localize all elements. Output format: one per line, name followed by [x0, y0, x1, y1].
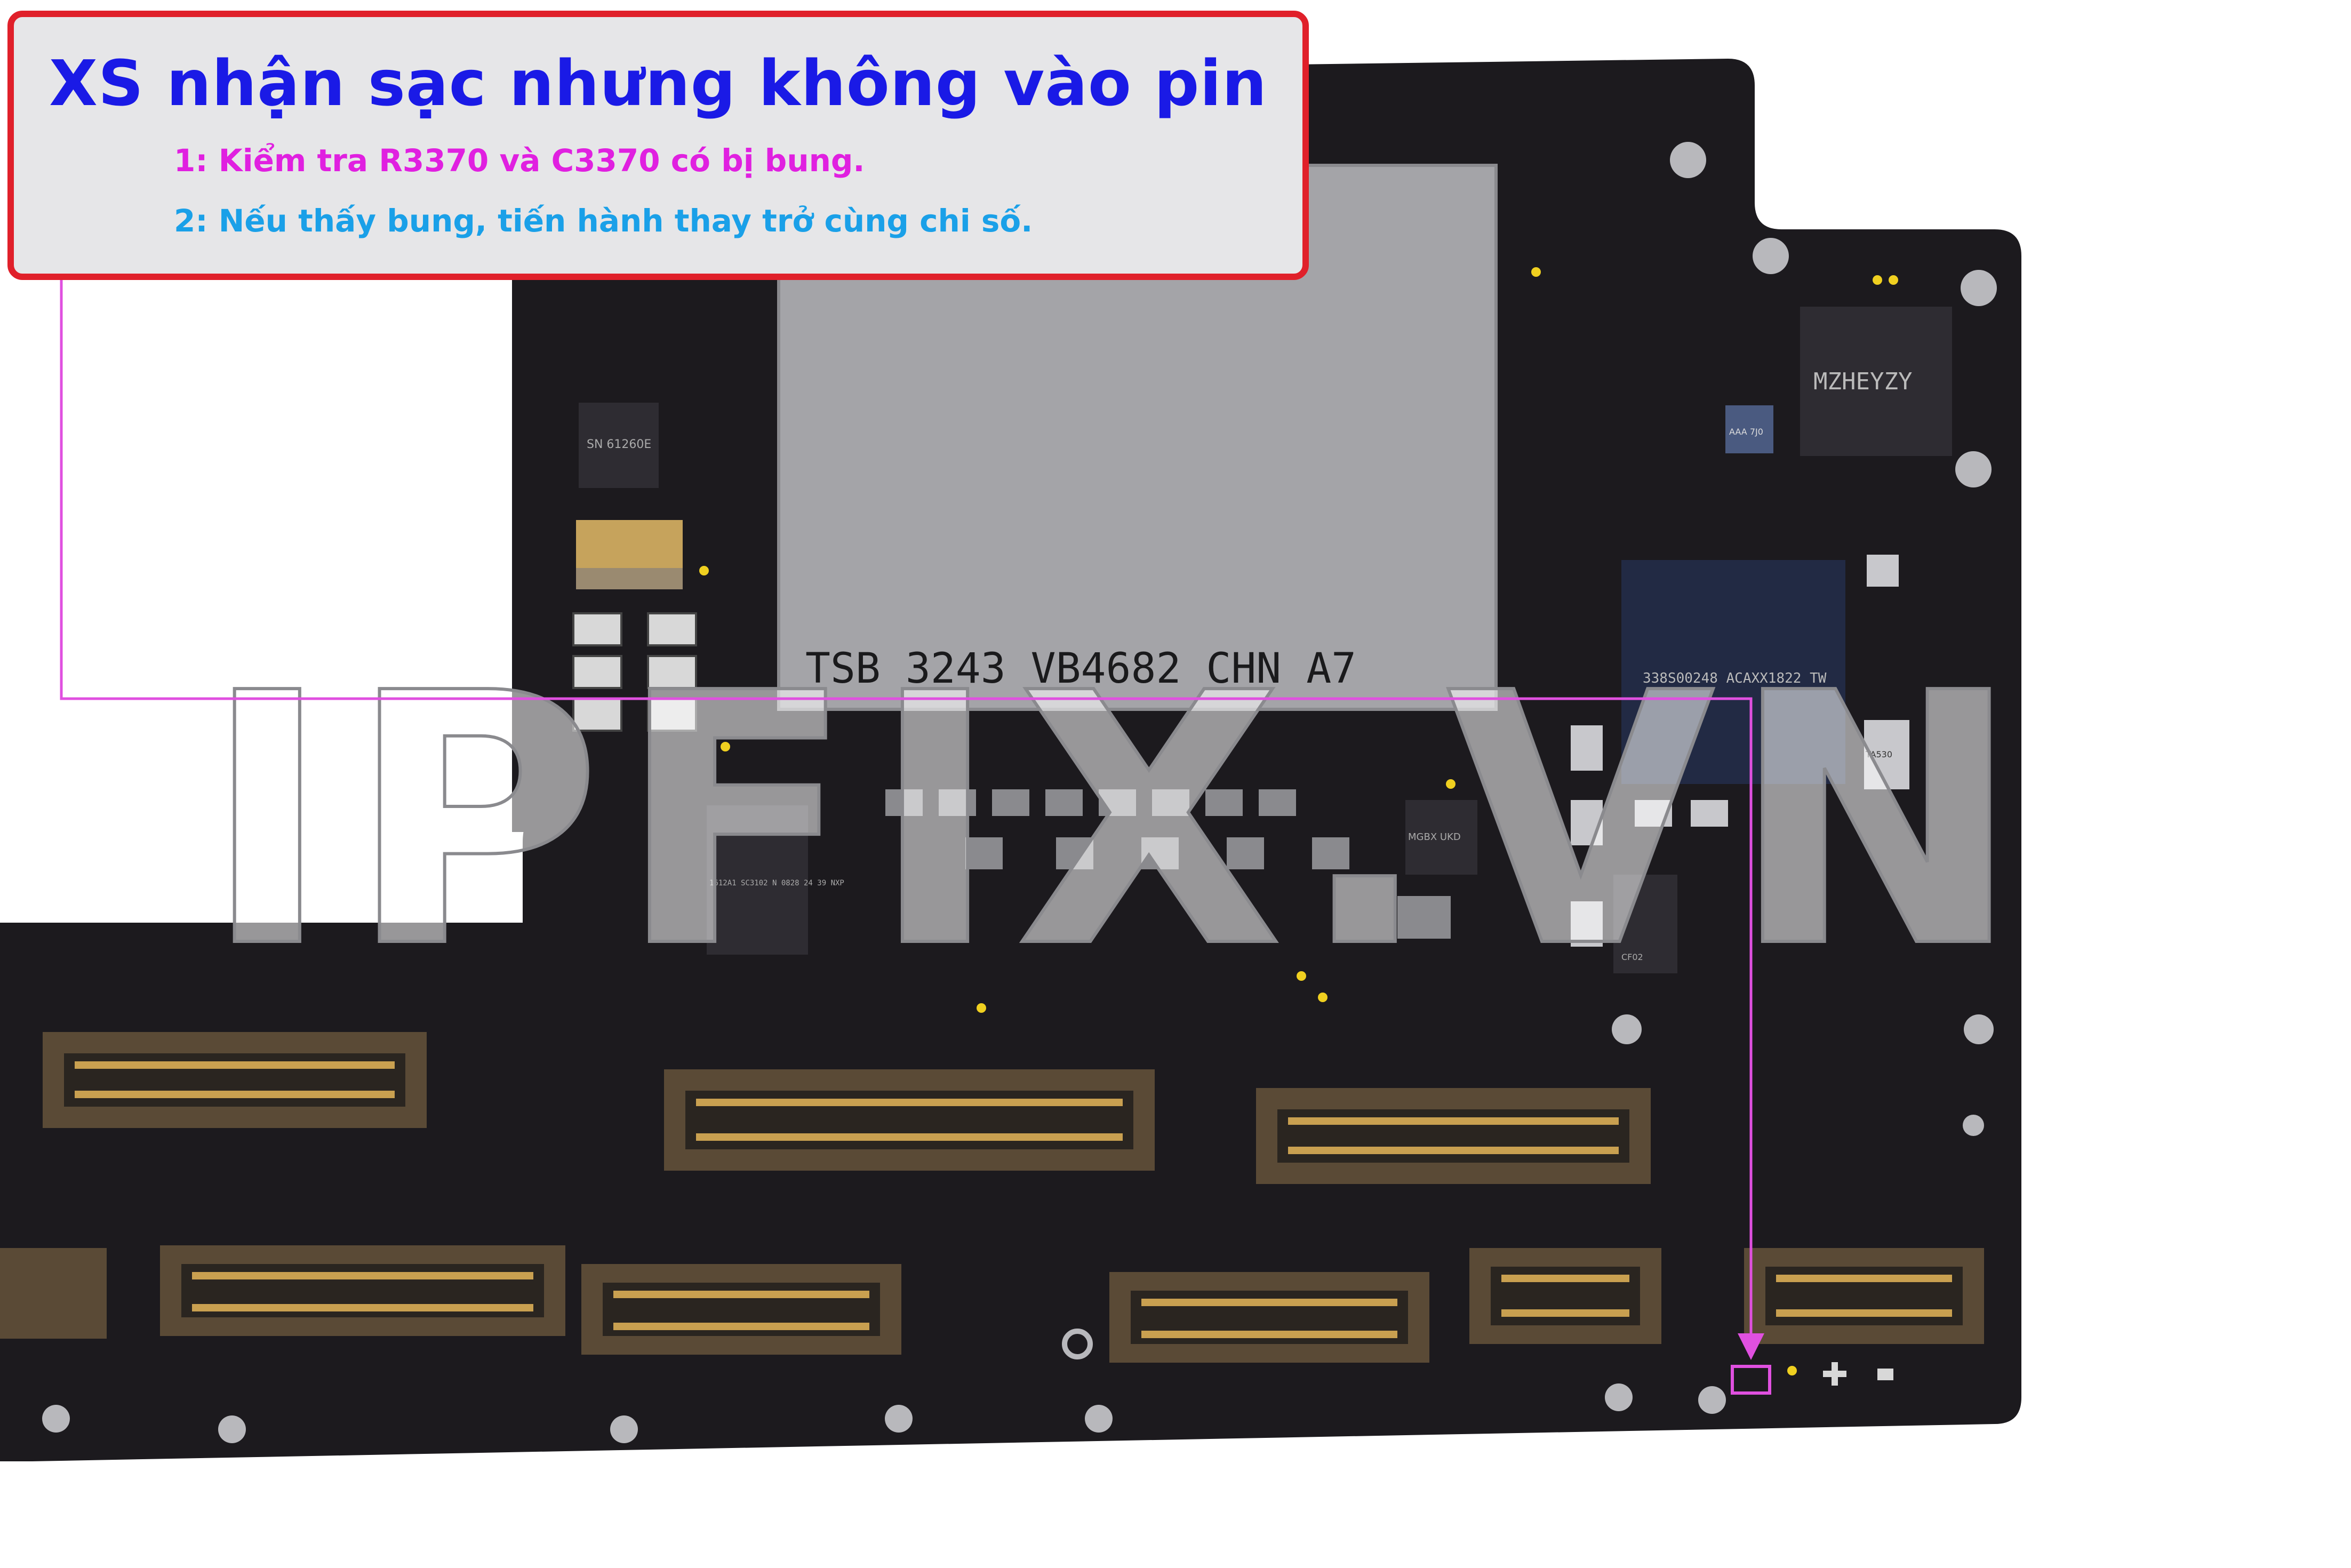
svg-text:1612A1 SC3102 N 0828 24 39 NXP: 1612A1 SC3102 N 0828 24 39 NXP	[709, 879, 844, 887]
svg-text:TA530: TA530	[1865, 749, 1892, 759]
ic-left-small: SN 61260E	[579, 403, 659, 488]
target-component-highlight	[1731, 1365, 1771, 1395]
ic-crystal: TA530	[1864, 720, 1909, 789]
passive-components	[885, 555, 1899, 947]
ic-mid-left: 1612A1 SC3102 N 0828 24 39 NXP	[707, 805, 844, 955]
watermark: IPFIX.VN	[203, 620, 2037, 1023]
main-chip-marking: TSB 3243 VB4682 CHN A7	[805, 645, 1356, 693]
test-points	[699, 267, 1898, 1375]
svg-text:MZHEYZY: MZHEYZY	[1813, 368, 1912, 395]
svg-text:338S00248 ACAXX1822 TW: 338S00248 ACAXX1822 TW	[1643, 670, 1827, 686]
step-1-text: 1: Kiểm tra R3370 và C3370 có bị bung.	[174, 142, 865, 179]
ic-top-right: MZHEYZY	[1800, 307, 1952, 456]
mounting-holes	[42, 142, 1997, 1443]
callout-title: XS nhận sạc nhưng không vào pin	[49, 46, 1267, 120]
svg-text:AAA 7J0: AAA 7J0	[1729, 427, 1763, 437]
ic-right-small: CF02	[1613, 875, 1677, 973]
svg-text:CF02: CF02	[1621, 952, 1643, 962]
callout-box: XS nhận sạc nhưng không vào pin 1: Kiểm …	[7, 11, 1309, 280]
connector-pins	[75, 1061, 1952, 1338]
step-2-text: 2: Nếu thấy bung, tiến hành thay trở cùn…	[174, 203, 1033, 239]
pointer-arrowhead	[1738, 1333, 1764, 1360]
ic-right-big: 338S00248 ACAXX1822 TW	[1621, 560, 1845, 784]
battery-markers	[1823, 1362, 1893, 1386]
svg-text:MGBX UKD: MGBX UKD	[1408, 831, 1461, 843]
ic-small-aaa: AAA 7J0	[1725, 405, 1773, 453]
svg-text:SN 61260E: SN 61260E	[587, 438, 651, 451]
ic-mid-small: MGBX UKD	[1405, 800, 1477, 875]
